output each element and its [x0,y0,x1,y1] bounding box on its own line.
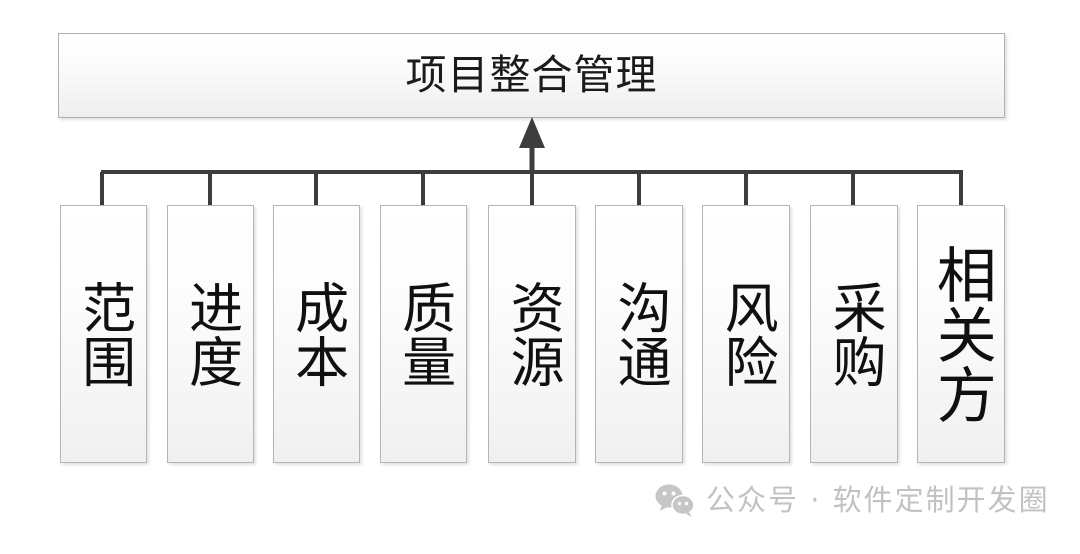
watermark: 公众号 · 软件定制开发圈 [655,483,1050,517]
leaf-node-schedule: 进度 [167,205,254,463]
leaf-node-label: 沟通 [608,280,672,388]
leaf-node-label: 进度 [179,280,243,388]
leaf-node-label: 成本 [285,280,349,388]
leaf-node-scope: 范围 [60,205,147,463]
root-node-project-integration-management: 项目整合管理 [58,33,1005,118]
leaf-node-label: 质量 [392,280,456,388]
wechat-icon [655,484,695,517]
watermark-text: 公众号 · 软件定制开发圈 [706,482,1050,517]
leaf-node-label: 范围 [72,280,136,388]
leaf-node-label: 风险 [715,280,779,388]
leaf-node-label: 采购 [823,280,887,388]
leaf-node-risk: 风险 [702,205,790,463]
connector-arrow-head [519,117,545,148]
leaf-node-resource: 资源 [488,205,576,463]
leaf-node-cost: 成本 [273,205,360,463]
leaf-node-label: 资源 [501,280,565,388]
leaf-node-stakeholder: 相关方 [917,205,1005,463]
leaf-node-quality: 质量 [380,205,467,463]
leaf-node-procurement: 采购 [810,205,898,463]
leaf-node-label: 相关方 [926,244,997,424]
root-node-label: 项目整合管理 [405,51,658,99]
leaf-node-communication: 沟通 [595,205,683,463]
